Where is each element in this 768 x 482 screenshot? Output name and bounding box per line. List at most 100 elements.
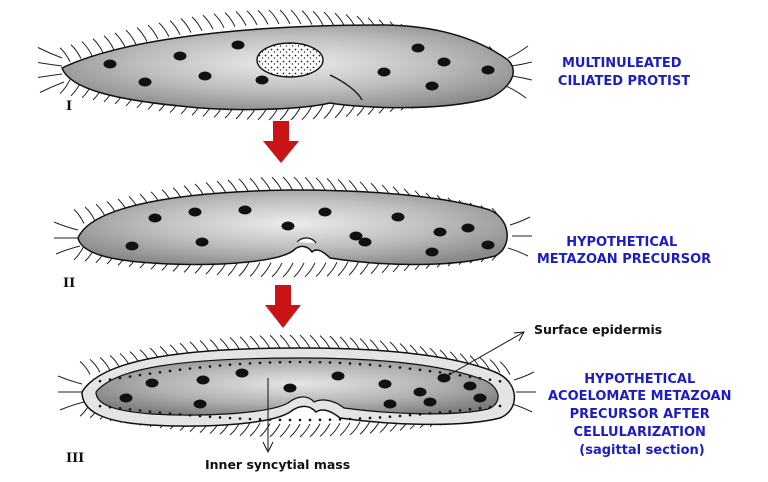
cilium	[507, 45, 529, 59]
epidermal-cell	[218, 416, 222, 419]
cilium	[290, 9, 302, 25]
nucleus	[481, 240, 495, 250]
surface-epidermis-pointer	[439, 331, 525, 381]
epidermal-cell	[318, 418, 322, 422]
epidermal-cell	[148, 410, 152, 413]
nucleus	[413, 387, 427, 397]
epidermal-cell	[198, 414, 202, 418]
epidermal-cell	[278, 360, 282, 364]
nucleus	[138, 77, 152, 87]
epidermal-cell	[408, 413, 412, 417]
nucleus	[145, 378, 159, 388]
cilium	[99, 356, 111, 371]
stage-3-numeral: III	[66, 451, 84, 466]
stage-1-nuclei	[103, 40, 495, 91]
epidermal-cell	[248, 362, 252, 365]
epidermal-cell	[398, 366, 402, 369]
stage-2-label-line-1: HYPOTHETICAL	[566, 235, 677, 250]
cilium	[511, 75, 533, 81]
nucleus	[383, 399, 397, 409]
cilium	[312, 10, 324, 26]
cilium	[513, 371, 535, 381]
cilium	[147, 24, 159, 40]
nucleus	[103, 59, 117, 69]
nucleus	[235, 368, 249, 378]
nucleus	[196, 375, 210, 385]
epidermal-cell	[378, 416, 382, 419]
epidermal-cell	[498, 380, 502, 383]
cilium	[511, 61, 533, 67]
cilium	[213, 13, 225, 29]
surface-epidermis-label: Surface epidermis	[534, 322, 662, 337]
cilium	[509, 216, 531, 226]
cilium	[279, 9, 291, 25]
stage-3-label-line-4: CELLULARIZATION	[574, 425, 706, 440]
epidermal-cell	[488, 405, 492, 409]
epidermal-cell	[178, 368, 182, 371]
epidermal-cell	[168, 369, 172, 373]
cilium	[37, 47, 63, 59]
cilium	[70, 44, 82, 59]
epidermal-cell	[158, 411, 162, 414]
nucleus	[281, 221, 295, 231]
nucleus	[461, 223, 475, 233]
epidermal-cell	[288, 418, 292, 422]
epidermal-cell	[458, 409, 462, 412]
nucleus	[331, 371, 345, 381]
epidermal-cell	[348, 362, 352, 365]
inner-syncytial-mass-pointer	[262, 378, 274, 454]
epidermal-cell	[368, 363, 372, 367]
epidermal-cell	[438, 411, 442, 414]
cilium	[293, 262, 305, 278]
epidermal-cell	[218, 364, 222, 367]
epidermal-cell	[128, 375, 132, 378]
epidermal-cell	[388, 415, 392, 419]
cilium	[334, 103, 346, 119]
stage-1-macronucleus	[256, 42, 324, 78]
epidermal-cell	[408, 367, 412, 370]
nucleus	[391, 212, 405, 222]
cilium	[114, 32, 126, 48]
epidermal-cell	[448, 410, 452, 413]
epidermal-cell	[368, 416, 372, 420]
cilium	[158, 22, 170, 38]
epidermal-cell	[208, 415, 212, 419]
cilium	[329, 422, 341, 437]
epidermal-cell	[158, 370, 162, 374]
nucleus	[173, 51, 187, 61]
epidermal-cell	[418, 413, 422, 416]
cilium	[304, 176, 316, 192]
cilium	[125, 29, 137, 45]
epidermal-cell	[98, 404, 102, 408]
nucleus	[473, 393, 487, 403]
stage-1-organism	[37, 9, 533, 121]
cilium	[79, 361, 91, 375]
epidermal-cell	[238, 417, 242, 420]
cilium	[249, 422, 261, 437]
cilium	[269, 423, 281, 438]
epidermal-cell	[318, 360, 322, 364]
nucleus	[378, 379, 392, 389]
nucleus	[481, 65, 495, 75]
nucleus	[283, 383, 297, 393]
cilium	[299, 423, 311, 438]
epidermal-cell	[198, 366, 202, 369]
epidermal-cell	[178, 413, 182, 416]
cilium	[315, 262, 327, 277]
cilium	[309, 334, 321, 349]
cilium	[103, 35, 115, 51]
epidermal-cell	[498, 404, 502, 408]
epidermal-cell	[138, 373, 142, 377]
epidermal-cell	[138, 409, 142, 412]
nucleus	[193, 399, 207, 409]
cilium	[309, 423, 321, 438]
cilium	[339, 422, 351, 436]
epidermal-cell	[348, 417, 352, 421]
cilium	[169, 20, 181, 35]
cilium	[329, 335, 341, 350]
cilium	[39, 81, 65, 93]
epidermal-cell	[108, 405, 112, 409]
epidermal-cell	[478, 376, 482, 380]
epidermal-cell	[258, 361, 262, 365]
